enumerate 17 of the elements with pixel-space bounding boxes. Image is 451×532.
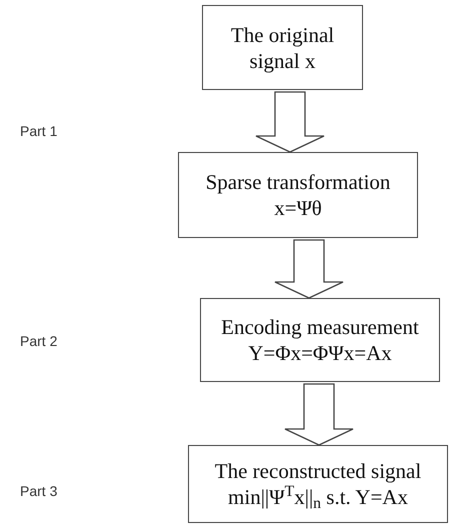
- block-arrow: [284, 383, 354, 446]
- formula: min||Ψ$^{T}$x||$_{n}$ s.t. Y=Ax: [228, 484, 408, 510]
- step-title: The original signal x: [230, 22, 336, 74]
- step-title: Encoding measurement: [221, 314, 419, 340]
- process-box: [188, 445, 448, 523]
- process-box: [202, 5, 363, 90]
- formula: x=Ψθ: [274, 195, 322, 221]
- part-label: Part 3: [20, 482, 58, 500]
- block-arrow: [255, 91, 325, 153]
- step-title: Sparse transformation: [206, 169, 390, 195]
- block-arrow: [274, 239, 344, 299]
- part-label: Part 2: [20, 332, 58, 350]
- step-title: The reconstructed signal: [214, 458, 422, 484]
- part-label: Part 1: [20, 122, 58, 140]
- formula: Y=Φx=ΦΨx=Ax: [248, 340, 392, 366]
- process-box: [200, 298, 440, 382]
- process-box: [178, 152, 418, 238]
